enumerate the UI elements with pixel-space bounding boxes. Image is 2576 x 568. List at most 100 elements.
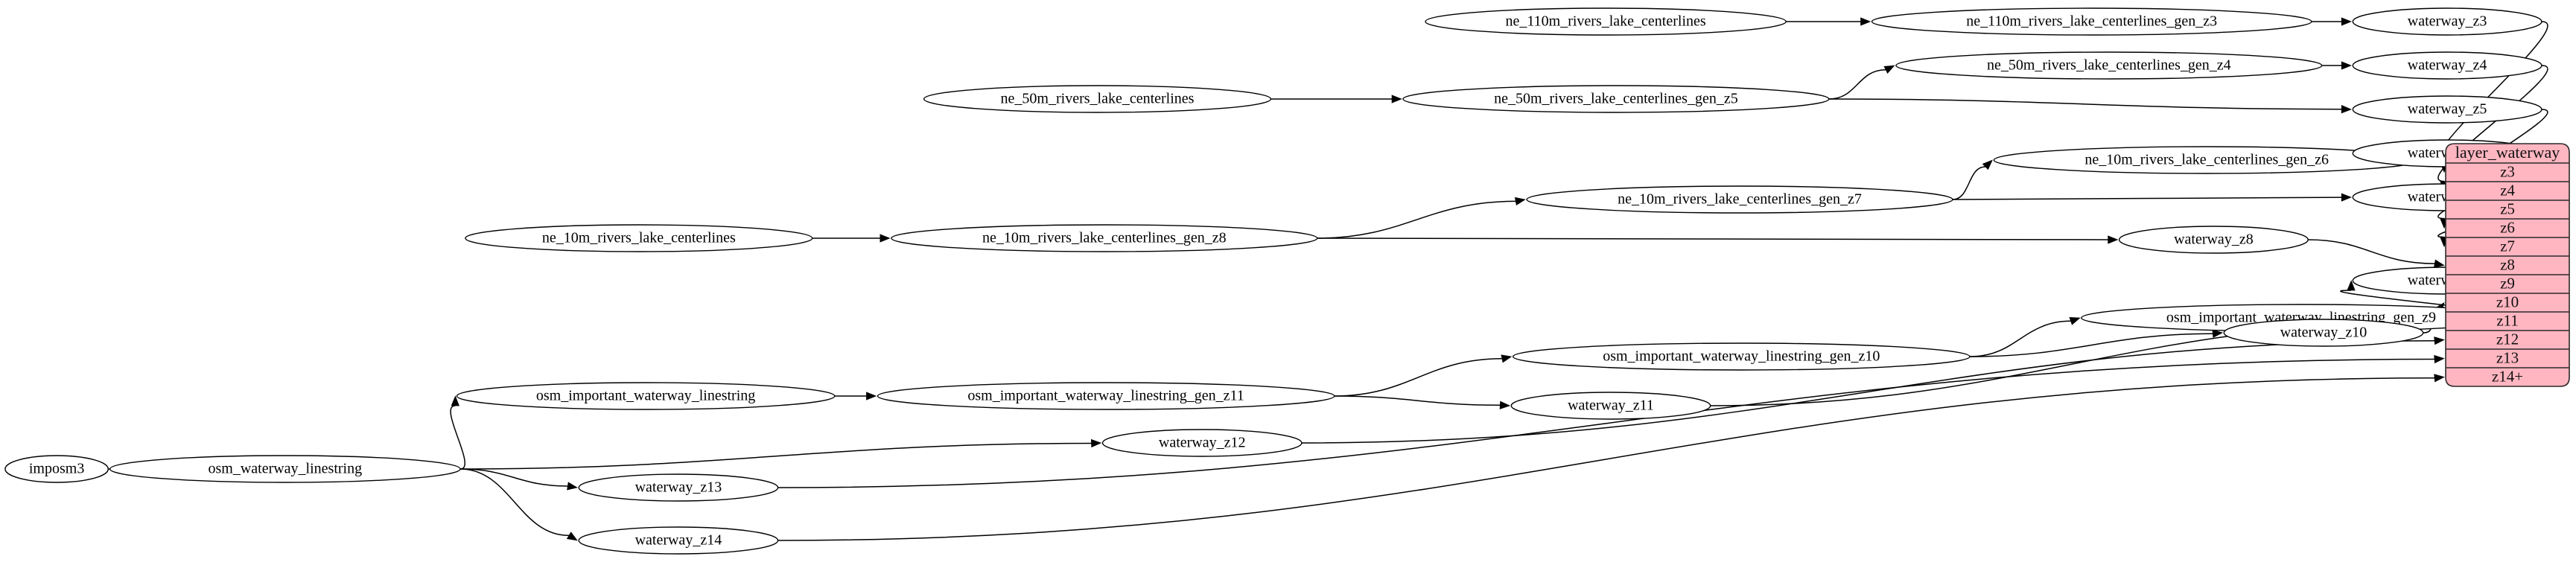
graph-node-ne_10m_rivers_lake_centerlines[interactable]: ne_10m_rivers_lake_centerlines [465,224,813,252]
node-label: ne_110m_rivers_lake_centerlines [1506,13,1706,30]
graph-node-ne_110m_rivers_lake_centerlines_gen_z3[interactable]: ne_110m_rivers_lake_centerlines_gen_z3 [1871,7,2312,36]
graph-edge-arrowhead [2069,316,2081,325]
record-row-z13[interactable]: z13 [2496,348,2519,366]
graph-edge [2308,239,2435,264]
graph-edge [1969,320,2071,357]
node-ellipse [2118,226,2309,254]
node-label: ne_10m_rivers_lake_centerlines [542,230,736,246]
graph-node-ne_10m_rivers_lake_centerlines_gen_z6[interactable]: ne_10m_rivers_lake_centerlines_gen_z6 [1993,146,2420,174]
graph-edge [777,358,2435,488]
graph-edge-arrowhead [567,482,578,491]
graph-edge [1969,333,2213,357]
graph-node-osm_important_waterway_linestring_gen_z10[interactable]: osm_important_waterway_linestring_gen_z1… [1512,342,1971,371]
graph-node-osm_important_waterway_linestring_gen_z11[interactable]: osm_important_waterway_linestring_gen_z1… [877,382,1335,410]
record-row-z9[interactable]: z9 [2500,274,2515,292]
graph-node-waterway_z3[interactable]: waterway_z3 [2352,7,2542,36]
node-ellipse [578,473,779,502]
record-row-z8[interactable]: z8 [2500,255,2515,273]
graph-edge [1828,69,1886,100]
node-label: ne_50m_rivers_lake_centerlines [1001,91,1195,107]
record-row-z10[interactable]: z10 [2496,293,2519,310]
node-ellipse [465,224,813,252]
graph-edge [459,442,1092,470]
node-ellipse [578,526,779,555]
graph-edge-arrowhead [2341,193,2353,202]
record-row-z11[interactable]: z11 [2496,311,2519,329]
node-ellipse [1402,85,1830,113]
node-ellipse [4,455,109,483]
record-node-layer: layer_waterwayz3z4z5z6z7z8z9z10z11z12z13… [2445,143,2570,387]
node-label: osm_important_waterway_linestring_gen_z1… [1603,348,1880,365]
graph-node-ne_110m_rivers_lake_centerlines[interactable]: ne_110m_rivers_lake_centerlines [1425,7,1787,36]
graph-edge [459,468,570,537]
node-label: ne_10m_rivers_lake_centerlines_gen_z6 [2084,152,2329,168]
record-row-z7[interactable]: z7 [2500,237,2515,255]
graph-node-ne_10m_rivers_lake_centerlines_gen_z8[interactable]: ne_10m_rivers_lake_centerlines_gen_z8 [891,224,1318,252]
graph-node-waterway_z8[interactable]: waterway_z8 [2118,226,2309,254]
graph-node-ne_50m_rivers_lake_centerlines[interactable]: ne_50m_rivers_lake_centerlines [923,85,1272,113]
graph-edge [1828,98,2342,110]
record-node-layer-waterway[interactable]: layer_waterwayz3z4z5z6z7z8z9z10z11z12z13… [2445,143,2570,387]
record-row-z12[interactable]: z12 [2496,330,2519,348]
record-row-z3[interactable]: z3 [2500,162,2515,180]
node-ellipse [1512,342,1971,371]
node-label: waterway_z8 [2174,232,2254,248]
graph-node-osm_important_waterway_linestring[interactable]: osm_important_waterway_linestring [456,382,836,410]
graph-node-ne_50m_rivers_lake_centerlines_gen_z5[interactable]: ne_50m_rivers_lake_centerlines_gen_z5 [1402,85,1830,113]
graph-node-ne_10m_rivers_lake_centerlines_gen_z7[interactable]: ne_10m_rivers_lake_centerlines_gen_z7 [1526,185,1953,214]
graph-edge [777,377,2435,541]
record-row-z4[interactable]: z4 [2500,181,2515,199]
node-ellipse [1101,429,1303,457]
graph-node-waterway_z14[interactable]: waterway_z14 [578,526,779,555]
nodes-layer: imposm3 osm_waterway_linestring osm_import… [4,7,2542,555]
graph-node-waterway_z12[interactable]: waterway_z12 [1101,429,1303,457]
graph-node-osm_waterway_linestring[interactable]: osm_waterway_linestring [109,455,461,483]
graph-edge-arrowhead [1883,65,1895,74]
graph-edge-arrowhead [451,395,459,406]
graph-edge-arrowhead [866,392,877,401]
node-label: waterway_z11 [1568,398,1654,414]
graph-edge-arrowhead [2341,17,2353,26]
node-label: ne_10m_rivers_lake_centerlines_gen_z8 [982,230,1227,246]
graph-edge-arrowhead [2108,235,2119,244]
graph-edge-arrowhead [2347,280,2356,291]
graph-edge [1334,358,1502,397]
node-label: osm_waterway_linestring [208,461,362,477]
graph-edge-arrowhead [2341,61,2353,70]
graph-edge-arrowhead [566,532,578,541]
graph-edge [1301,339,2435,444]
graph-edge-arrowhead [1090,438,1102,448]
node-ellipse [2352,51,2542,80]
graph-edge [1952,197,2342,200]
graph-edge-arrowhead [1860,17,1871,26]
node-label: ne_110m_rivers_lake_centerlines_gen_z3 [1966,13,2217,30]
graph-edge-arrowhead [1982,159,1993,170]
graph-edge [1317,237,2108,240]
node-label: waterway_z13 [635,479,722,496]
edges-layer [94,17,2548,541]
record-row-z6[interactable]: z6 [2500,218,2515,236]
node-label: waterway_z3 [2408,13,2487,30]
graph-edge-arrowhead [1501,354,1513,363]
graph-node-waterway_z11[interactable]: waterway_z11 [1510,392,1711,420]
graph-edge-arrowhead [2434,336,2445,345]
graph-node-waterway_z4[interactable]: waterway_z4 [2352,51,2542,80]
node-label: waterway_z10 [2280,325,2367,341]
graph-node-imposm3[interactable]: imposm3 [4,455,109,483]
record-row-z5[interactable]: z5 [2500,200,2515,217]
graph-edge [1334,395,1501,406]
graph-node-waterway_z10[interactable]: waterway_z10 [2223,319,2424,347]
graph-node-waterway_z13[interactable]: waterway_z13 [578,473,779,502]
node-label: waterway_z14 [635,532,722,549]
record-row-z14+[interactable]: z14+ [2492,367,2523,385]
graph-node-ne_50m_rivers_lake_centerlines_gen_z4[interactable]: ne_50m_rivers_lake_centerlines_gen_z4 [1895,51,2323,80]
node-ellipse [2352,95,2542,124]
node-label: ne_10m_rivers_lake_centerlines_gen_z7 [1618,191,1862,208]
node-ellipse [1425,7,1787,36]
node-label: osm_important_waterway_linestring_gen_z1… [967,388,1244,404]
graph-edge-arrowhead [880,234,891,243]
node-label: waterway_z4 [2408,57,2487,74]
graph-node-waterway_z5[interactable]: waterway_z5 [2352,95,2542,124]
